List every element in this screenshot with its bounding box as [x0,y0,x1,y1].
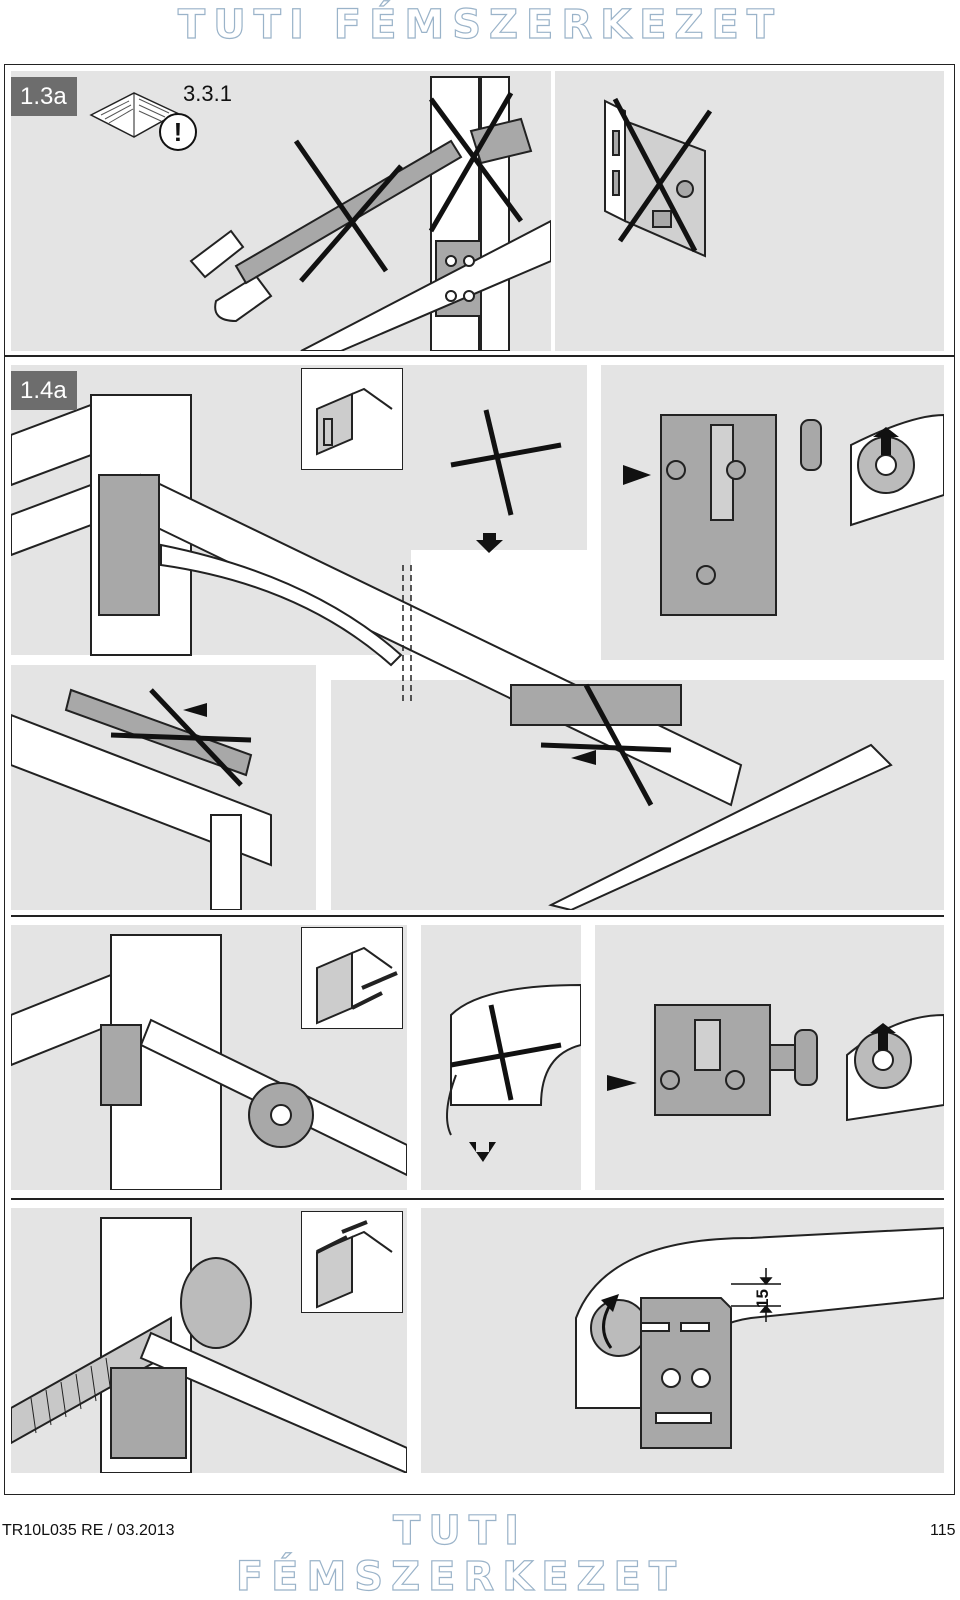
warning-icon: ! [159,113,197,151]
watermark-bottom: TUTI FÉMSZERKEZET [235,1507,685,1600]
cross-icon [293,91,524,283]
panel-row2-left [11,925,407,1190]
arrow-icon [183,465,651,765]
panel-row2-middle [421,925,581,1190]
page-number: 115 [930,1522,956,1539]
watermark-top: TUTI FÉMSZERKEZET [177,1,783,48]
cross-icon [450,1004,562,1101]
step-label-1-3a: 1.3a [11,77,77,116]
section-divider [5,355,954,357]
track-bracket-illustration [189,76,551,351]
panel-1-3a-main: ! 3.3.1 [11,71,551,351]
panel-1-3a-detail [555,71,944,351]
cross-icon [612,97,713,253]
panel-row3-right: 15 [421,1208,944,1473]
spring-detail-box [301,368,403,470]
row-divider-2 [11,1198,944,1200]
roller-position-illustration [575,1226,944,1449]
panel-1-4a-overview [11,365,944,910]
instruction-frame: ! 3.3.1 1.3a [4,64,955,1495]
reference-number: 3.3.1 [183,81,232,106]
cross-icon [110,409,672,807]
panel-row2-right [595,925,944,1190]
torsion-spring-illustration [11,1217,407,1473]
dimension-label: 15 [753,1289,772,1308]
bracket-detail-illustration [604,97,713,258]
spring-detail-box-3 [301,1211,403,1313]
roller-bracket-illustration [607,1004,944,1122]
step-label-1-4a: 1.4a [11,371,77,410]
spring-detail-box-2 [301,927,403,1029]
track-overview-illustration [11,365,944,910]
pulley-illustration [11,934,407,1190]
row-divider [11,915,944,917]
cable-illustration [446,983,581,1162]
document-code: TR10L035 RE / 03.2013 [2,1522,175,1539]
